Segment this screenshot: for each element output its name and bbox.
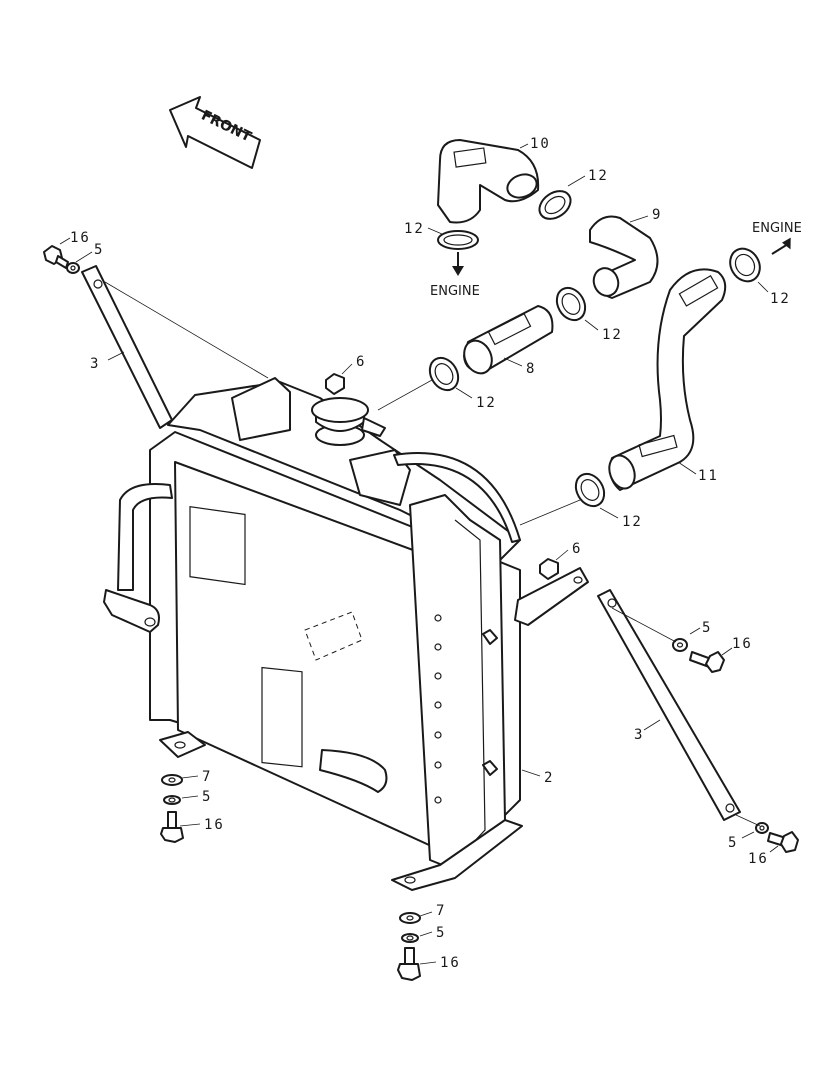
leader-lines [59, 143, 779, 965]
callout-5-bottom-left: 5 [202, 789, 212, 805]
callout-12-d: 12 [602, 327, 623, 343]
hose-8 [463, 305, 554, 375]
callout-7-bottom-left: 7 [202, 769, 212, 785]
callout-5-right: 5 [702, 620, 712, 636]
stay-right [597, 589, 741, 821]
callout-6-right: 6 [572, 541, 582, 557]
callout-5-top-left: 5 [94, 242, 104, 258]
callout-16-top-left: 16 [70, 230, 91, 246]
callout-12-a: 12 [588, 168, 609, 184]
callout-numbers: 10 12 12 9 12 12 8 12 11 12 6 6 16 5 3 5… [70, 136, 791, 971]
radiator-assembly [103, 377, 589, 891]
hose-clamp-left-of-9 [555, 286, 587, 322]
engine-label-right: ENGINE [752, 221, 802, 236]
callout-16-bottom-left: 16 [204, 817, 225, 833]
callout-9: 9 [652, 207, 662, 223]
hose-clamp-upper-right-of-10 [538, 190, 572, 220]
callout-5-bottom-right: 5 [728, 835, 738, 851]
bolt-16-bottom-left [160, 811, 184, 843]
washer-5-bottom-left [163, 795, 181, 805]
bolt-16-right [689, 651, 725, 673]
nut-6-upper [325, 373, 345, 395]
hose-clamp-lower-11 [574, 472, 606, 508]
assembly-guide-lines [377, 379, 761, 827]
bolt-16-top-left [43, 245, 69, 269]
radiator-cap [311, 397, 386, 446]
callout-11: 11 [698, 468, 719, 484]
hose-10 [437, 139, 540, 224]
callout-12-e: 12 [476, 395, 497, 411]
hose-11 [608, 268, 727, 491]
nut-6-right [539, 558, 559, 580]
callout-2: 2 [544, 770, 554, 786]
callout-3-right: 3 [634, 727, 644, 743]
washer-5-right [672, 638, 688, 652]
bolt-16-bottom-center [397, 947, 421, 981]
callout-5-bottom-center: 5 [436, 925, 446, 941]
washer-5-top-left [66, 262, 80, 274]
engine-arrow-right: ENGINE [752, 221, 802, 255]
callout-8: 8 [526, 361, 536, 377]
callout-12-f: 12 [622, 514, 643, 530]
hose-9 [589, 215, 659, 299]
callout-16-bottom-right: 16 [748, 851, 769, 867]
callout-12-b: 12 [404, 221, 425, 237]
spacer-7-bottom-center [399, 912, 421, 924]
callout-7-bottom-center: 7 [436, 903, 446, 919]
spacer-7-bottom-left [161, 774, 183, 786]
callout-3-left: 3 [90, 356, 100, 372]
callout-6-upper: 6 [356, 354, 366, 370]
bolt-16-bottom-right [767, 831, 799, 853]
hose-clamp-under-10 [437, 230, 479, 250]
callout-16-right: 16 [732, 636, 753, 652]
hose-clamp-right-of-9 [729, 247, 761, 283]
washer-5-bottom-right [755, 822, 769, 834]
callout-10: 10 [530, 136, 551, 152]
callout-16-bottom-center: 16 [440, 955, 461, 971]
engine-label-left: ENGINE [430, 284, 480, 299]
front-direction-arrow: FRONT [169, 96, 261, 169]
callout-12-c: 12 [770, 291, 791, 307]
hose-clamp-left-of-8 [428, 356, 460, 392]
washer-5-bottom-center [401, 933, 419, 943]
engine-arrow-down: ENGINE [430, 252, 480, 299]
